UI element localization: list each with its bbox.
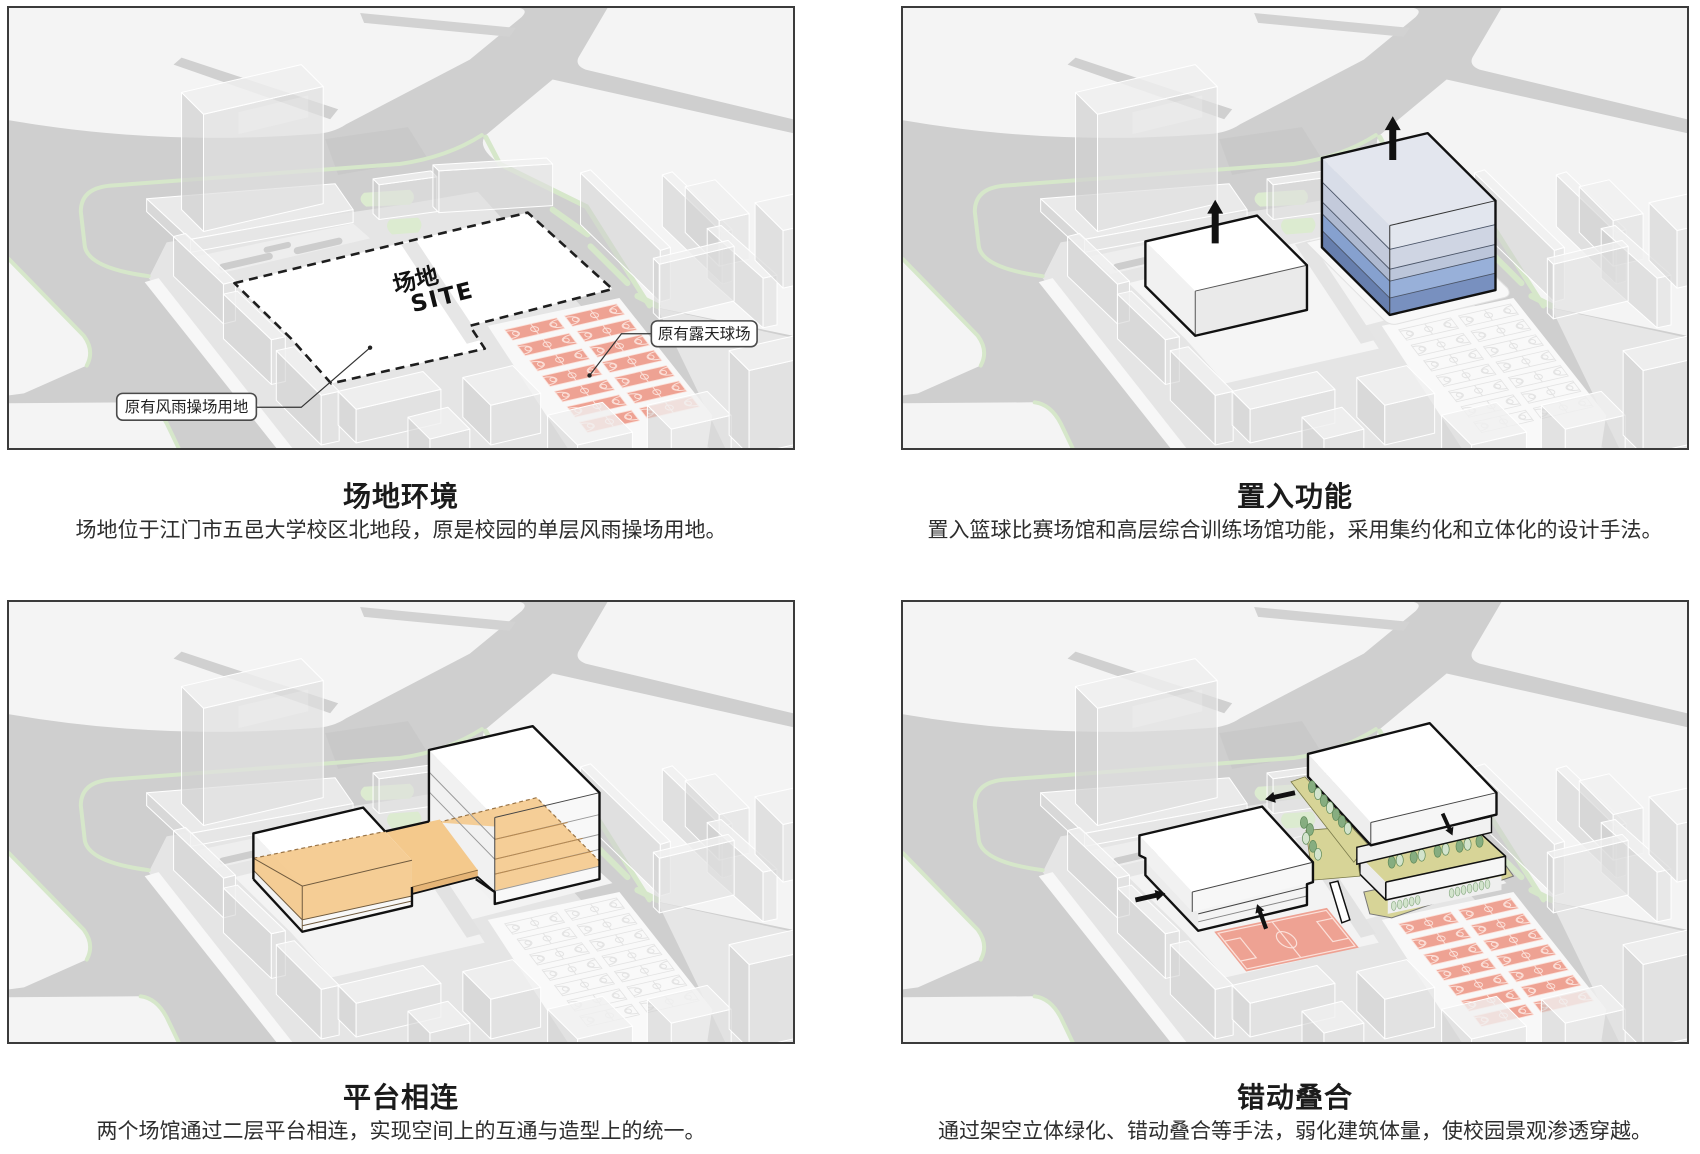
terrace-trees xyxy=(1387,835,1484,869)
diagram-site-environment: 场地 SITE 原有风雨操场用地 原有露天球场 xyxy=(9,8,793,448)
callout-existing-courts: 原有露天球场 xyxy=(587,320,758,378)
panel-platform-connection xyxy=(7,600,795,1044)
tree-row xyxy=(1391,879,1491,911)
caption-description: 场地位于江门市五邑大学校区北地段，原是校园的单层风雨操场用地。 xyxy=(75,518,727,542)
upper-training-block xyxy=(1306,721,1498,866)
diagram-platform-connection xyxy=(9,602,793,1042)
panel-insert-functions xyxy=(901,6,1689,450)
site-area xyxy=(234,212,613,384)
basketball-arena-volume xyxy=(1144,199,1309,337)
callout-gym-site-text: 原有风雨操场用地 xyxy=(125,398,249,416)
caption-title: 置入功能 xyxy=(1236,480,1353,513)
panel-site-environment: 场地 SITE 原有风雨操场用地 原有露天球场 xyxy=(7,6,795,450)
platform-level xyxy=(253,831,412,920)
training-tower-volume xyxy=(427,724,601,906)
callout-existing-gym-site: 原有风雨操场用地 xyxy=(115,345,373,421)
site-boundary-dashed xyxy=(233,211,614,385)
basketball-arena-volume xyxy=(252,806,414,933)
diagram-staggered-overlap xyxy=(903,602,1687,1042)
caption-title: 错动叠合 xyxy=(1236,1081,1353,1114)
caption-site-environment: 场地环境 场地位于江门市五邑大学校区北地段，原是校园的单层风雨操场用地。 xyxy=(7,479,795,544)
caption-title: 平台相连 xyxy=(342,1081,459,1114)
caption-staggered-overlap: 错动叠合 通过架空立体绿化、错动叠合等手法，弱化建筑体量，使校园景观渗透穿越。 xyxy=(901,1080,1689,1145)
caption-platform-connection: 平台相连 两个场馆通过二层平台相连，实现空间上的互通与造型上的统一。 xyxy=(7,1080,795,1145)
caption-description: 两个场馆通过二层平台相连，实现空间上的互通与造型上的统一。 xyxy=(96,1119,706,1143)
football-field xyxy=(1214,908,1359,972)
caption-description: 通过架空立体绿化、错动叠合等手法，弱化建筑体量，使校园景观渗透穿越。 xyxy=(938,1119,1652,1143)
pilotis-column xyxy=(1328,880,1351,924)
diagram-insert-functions xyxy=(903,8,1687,448)
caption-description: 置入篮球比赛场馆和高层综合训练场馆功能，采用集约化和立体化的设计手法。 xyxy=(927,518,1663,542)
panel-staggered-overlap xyxy=(901,600,1689,1044)
basketball-arena-volume xyxy=(1138,805,1315,932)
training-tower-volume xyxy=(1320,116,1497,317)
caption-title: 场地环境 xyxy=(342,480,459,513)
strip-trees xyxy=(1300,780,1352,861)
caption-insert-functions: 置入功能 置入篮球比赛场馆和高层综合训练场馆功能，采用集约化和立体化的设计手法。 xyxy=(901,479,1689,544)
lower-training-block xyxy=(1359,831,1515,919)
callout-courts-text: 原有露天球场 xyxy=(658,325,751,343)
